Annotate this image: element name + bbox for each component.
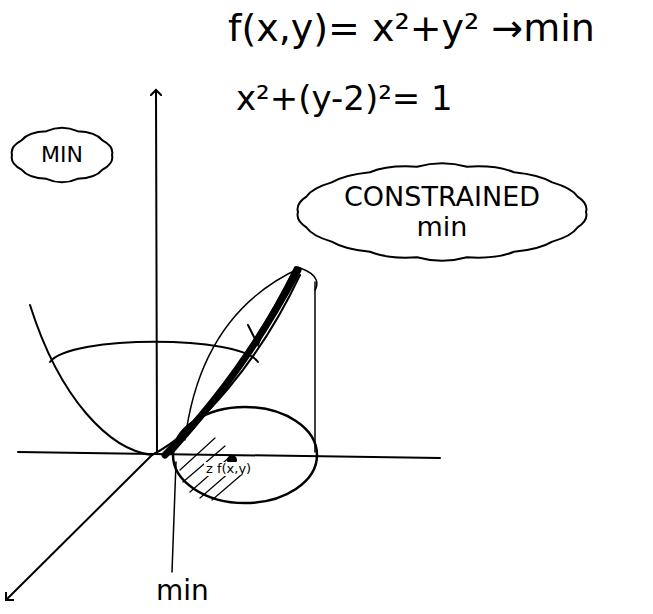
leader-line: [172, 462, 176, 572]
cylinder-edge: [314, 282, 316, 452]
cloud-callout: MIN: [6, 124, 118, 186]
descent-arrow: [248, 322, 266, 345]
cloud-text: CONSTRAINED min: [322, 182, 562, 241]
x-axis: [6, 455, 152, 600]
cylinder-edge: [300, 268, 317, 290]
paraboloid-rim: [50, 342, 258, 362]
constraint-formula: x²+(y-2)²= 1: [236, 80, 453, 117]
surface-label: z f(x,y): [204, 462, 253, 476]
cloud-callout: CONSTRAINED min: [292, 160, 592, 264]
z-axis: [156, 90, 157, 452]
constraint-circle: [173, 407, 317, 503]
paraboloid-left: [30, 305, 152, 455]
min-label: min: [156, 576, 209, 607]
cloud-text: MIN: [41, 143, 83, 167]
objective-formula: f(x,y)= x²+y² →min: [228, 8, 595, 50]
